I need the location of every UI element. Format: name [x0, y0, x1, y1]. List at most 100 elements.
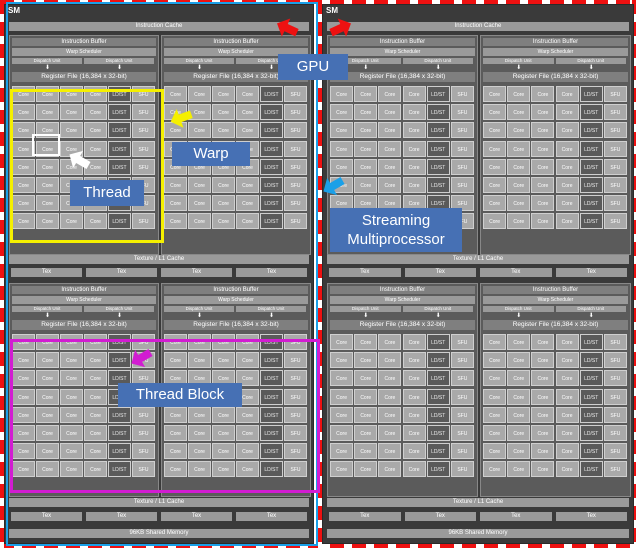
sfu-cell: SFU: [603, 370, 627, 387]
down-arrow-icon: ⬇: [363, 313, 369, 319]
core-cell: Core: [354, 406, 378, 423]
core-cell: Core: [378, 86, 402, 102]
down-arrow-icon: ⬇: [516, 65, 522, 71]
core-cell: Core: [531, 443, 555, 460]
core-cell: Core: [483, 195, 507, 212]
sfu-cell: SFU: [603, 425, 627, 441]
down-arrow-icon: ⬇: [197, 313, 203, 319]
core-cell: Core: [188, 461, 211, 478]
sfu-cell: SFU: [284, 158, 307, 175]
ldst-cell: LD/ST: [260, 352, 283, 369]
core-cell: Core: [188, 425, 211, 441]
core-cell: Core: [188, 122, 211, 139]
core-cell: Core: [84, 122, 107, 139]
dispatch-unit: Dispatch Unit: [330, 58, 401, 64]
core-cell: Core: [60, 461, 83, 478]
core-cell: Core: [378, 334, 402, 350]
ldst-cell: LD/ST: [108, 352, 131, 369]
down-arrow-icon: ⬇: [269, 313, 275, 319]
sfu-cell: SFU: [450, 443, 474, 460]
core-cell: Core: [84, 406, 107, 423]
sfu-cell: SFU: [603, 158, 627, 175]
warp-scheduler: Warp Scheduler: [12, 48, 156, 56]
core-cell: Core: [354, 177, 378, 193]
core-cell: Core: [483, 352, 507, 369]
tex-unit: Tex: [236, 268, 307, 277]
dispatch-unit: Dispatch Unit: [555, 58, 626, 64]
ldst-cell: LD/ST: [260, 177, 283, 193]
instruction-buffer: Instruction Buffer: [330, 38, 475, 46]
core-cell: Core: [236, 334, 259, 350]
core-cell: Core: [236, 443, 259, 460]
core-cell: Core: [507, 370, 531, 387]
core-cell: Core: [188, 213, 211, 230]
core-cell: Core: [84, 461, 107, 478]
sfu-cell: SFU: [603, 388, 627, 405]
core-cell: Core: [36, 334, 59, 350]
ldst-cell: LD/ST: [426, 122, 450, 139]
core-cell: Core: [236, 213, 259, 230]
core-cell: Core: [212, 425, 235, 441]
core-cell: Core: [330, 158, 354, 175]
down-arrow-icon: ⬇: [588, 65, 594, 71]
sfu-cell: SFU: [603, 461, 627, 478]
core-cell: Core: [212, 443, 235, 460]
gpu-border-right: [632, 0, 636, 548]
core-cell: Core: [531, 213, 555, 230]
dispatch-unit: Dispatch Unit: [84, 306, 154, 312]
core-cell: Core: [236, 406, 259, 423]
core-cell: Core: [483, 122, 507, 139]
core-cell: Core: [212, 177, 235, 193]
core-cell: Core: [555, 86, 579, 102]
core-cell: Core: [330, 443, 354, 460]
core-cell: Core: [378, 140, 402, 157]
core-cell: Core: [60, 443, 83, 460]
core-cell: Core: [378, 370, 402, 387]
core-cell: Core: [60, 104, 83, 121]
core-cell: Core: [402, 122, 426, 139]
down-arrow-icon: ⬇: [435, 65, 441, 71]
ldst-cell: LD/ST: [579, 158, 603, 175]
dispatch-unit: Dispatch Unit: [84, 58, 154, 64]
instruction-buffer: Instruction Buffer: [330, 286, 475, 294]
sfu-cell: SFU: [603, 122, 627, 139]
ldst-cell: LD/ST: [579, 86, 603, 102]
core-cell: Core: [36, 425, 59, 441]
core-cell: Core: [531, 158, 555, 175]
core-cell: Core: [330, 140, 354, 157]
core-cell: Core: [188, 86, 211, 102]
core-cell: Core: [164, 461, 187, 478]
core-cell: Core: [555, 370, 579, 387]
core-cell: Core: [531, 177, 555, 193]
core-cell: Core: [164, 334, 187, 350]
core-cell: Core: [188, 443, 211, 460]
tex-unit: Tex: [161, 512, 232, 521]
instruction-buffer: Instruction Buffer: [483, 38, 628, 46]
core-cell: Core: [531, 334, 555, 350]
core-cell: Core: [236, 461, 259, 478]
core-cell: Core: [36, 461, 59, 478]
tex-unit: Tex: [11, 268, 82, 277]
ldst-cell: LD/ST: [579, 104, 603, 121]
ldst-cell: LD/ST: [260, 388, 283, 405]
sfu-cell: SFU: [450, 388, 474, 405]
core-cell: Core: [402, 443, 426, 460]
core-cell: Core: [378, 195, 402, 212]
core-cell: Core: [330, 461, 354, 478]
thread-block-arrow-icon: [131, 349, 153, 368]
core-cell: Core: [12, 104, 35, 121]
core-cell: Core: [36, 388, 59, 405]
down-arrow-icon: ⬇: [588, 313, 594, 319]
tex-unit: Tex: [480, 268, 552, 277]
core-cell: Core: [330, 86, 354, 102]
core-cell: Core: [212, 334, 235, 350]
sm-title: SM: [326, 6, 338, 15]
ldst-cell: LD/ST: [579, 122, 603, 139]
core-cell: Core: [36, 158, 59, 175]
sfu-cell: SFU: [284, 425, 307, 441]
core-cell: Core: [84, 352, 107, 369]
core-cell: Core: [84, 388, 107, 405]
tex-unit: Tex: [86, 268, 157, 277]
core-cell: Core: [378, 461, 402, 478]
